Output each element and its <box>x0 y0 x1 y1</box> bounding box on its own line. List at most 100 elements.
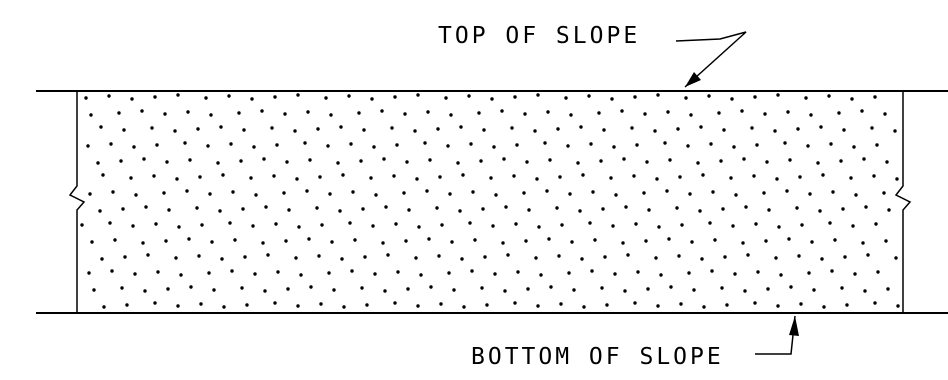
stipple-dot <box>393 301 397 305</box>
stipple-dot <box>200 223 204 227</box>
stipple-dot <box>645 160 649 164</box>
stipple-dot <box>373 272 377 276</box>
stipple-dot <box>731 224 735 228</box>
stipple-dot <box>698 209 702 213</box>
stipple-dot <box>458 209 462 213</box>
stipple-dot <box>425 189 429 193</box>
stipple-dot <box>663 141 667 145</box>
stipple-dot <box>467 94 471 98</box>
stipple-dot <box>263 289 267 293</box>
stipple-dot <box>156 270 160 274</box>
stipple-dot <box>786 110 790 114</box>
stipple-dot <box>471 190 475 194</box>
stipple-dot <box>668 158 672 162</box>
stipple-dot <box>102 305 106 309</box>
stipple-dot <box>829 142 833 146</box>
stipple-dot <box>797 254 801 258</box>
stipple-dot <box>384 205 388 209</box>
stipple-dot <box>189 285 193 289</box>
stipple-dot <box>635 143 639 147</box>
stipple-dot <box>435 206 439 210</box>
stipple-dot <box>222 305 226 309</box>
stipple-dot <box>489 176 493 180</box>
stipple-dot <box>362 128 366 132</box>
stipple-dot <box>316 127 320 131</box>
stipple-dot <box>198 175 202 179</box>
stipple-dot <box>566 144 570 148</box>
stipple-dot <box>860 109 864 113</box>
stipple-fill <box>80 93 900 309</box>
stipple-dot <box>684 96 688 100</box>
stipple-dot <box>227 94 231 98</box>
stipple-dot <box>175 177 179 181</box>
stipple-dot <box>870 126 874 130</box>
stipple-dot <box>339 125 343 129</box>
top-of-slope-label: TOP OF SLOPE <box>438 23 640 49</box>
stipple-dot <box>647 208 651 212</box>
stipple-dot <box>740 109 744 113</box>
stipple-dot <box>381 241 385 245</box>
stipple-dot <box>436 127 440 131</box>
stipple-dot <box>417 225 421 229</box>
stipple-dot <box>460 257 464 261</box>
stipple-dot <box>477 111 481 115</box>
stipple-dot <box>228 221 232 225</box>
stipple-dot <box>219 125 223 129</box>
stipple-dot <box>380 109 384 113</box>
stipple-dot <box>386 253 390 257</box>
stipple-dot <box>240 286 244 290</box>
stipple-dot <box>689 113 693 117</box>
stipple-dot <box>163 112 167 116</box>
stipple-dot <box>702 305 706 309</box>
stipple-dot <box>233 238 237 242</box>
stipple-dot <box>543 141 547 145</box>
stipple-dot <box>804 96 808 100</box>
stipple-dot <box>614 193 618 197</box>
stipple-dot <box>340 257 344 261</box>
stipple-dot <box>710 269 714 273</box>
stipple-dot <box>522 191 526 195</box>
stipple-dot <box>849 176 853 180</box>
stipple-dot <box>525 160 529 164</box>
stipple-dot <box>570 240 574 244</box>
stipple-dot <box>816 161 820 165</box>
stipple-dot <box>548 158 552 162</box>
stipple-dot <box>741 241 745 245</box>
stipple-dot <box>809 113 813 117</box>
stipple-dot <box>624 205 628 209</box>
stipple-dot <box>874 222 878 226</box>
stipple-dot <box>479 159 483 163</box>
stipple-dot <box>514 222 518 226</box>
stipple-dot <box>854 193 858 197</box>
stipple-dot <box>293 129 297 133</box>
stipple-dot <box>348 221 352 225</box>
stipple-dot <box>395 143 399 147</box>
stipple-dot <box>108 221 112 225</box>
stipple-dot <box>351 190 355 194</box>
stipple-dot <box>490 97 494 101</box>
stipple-dot <box>195 206 199 210</box>
stipple-dot <box>679 302 683 306</box>
stipple-dot <box>692 288 696 292</box>
stipple-dot <box>711 190 715 194</box>
stipple-dot <box>185 189 189 193</box>
stipple-dot <box>426 110 430 114</box>
stipple-dot <box>864 205 868 209</box>
stipple-dot <box>578 209 582 213</box>
stipple-dot <box>893 129 897 133</box>
stipple-dot <box>437 254 441 258</box>
stipple-dot <box>526 287 530 291</box>
stipple-dot <box>513 95 517 99</box>
stipple-dot <box>646 287 650 291</box>
stipple-dot <box>324 96 328 100</box>
stipple-dot <box>828 221 832 225</box>
stipple-dot <box>798 175 802 179</box>
stipple-dot <box>186 110 190 114</box>
stipple-dot <box>866 253 870 257</box>
stipple-dot <box>396 270 400 274</box>
stipple-dot <box>209 113 213 117</box>
stipple-dot <box>317 254 321 258</box>
stipple-dot <box>80 223 84 227</box>
stipple-dot <box>210 240 214 244</box>
stipple-dot <box>131 224 135 228</box>
